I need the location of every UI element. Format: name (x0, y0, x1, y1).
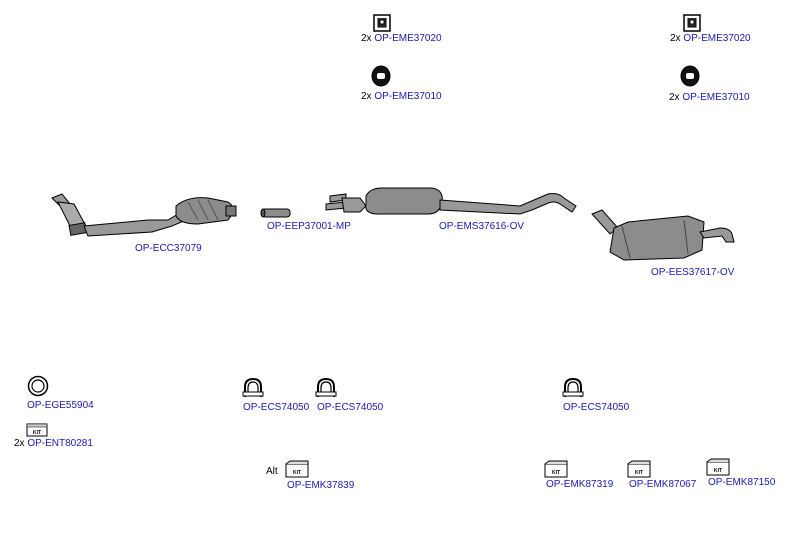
connector-pipe-icon (260, 208, 291, 218)
kit-text: KIT (33, 430, 41, 436)
part-code-link[interactable]: OP-EME37010 (682, 92, 750, 103)
part-code-link[interactable]: OP-EEP37001-MP (267, 221, 351, 232)
part-code-link[interactable]: OP-ECS74050 (243, 402, 310, 413)
part-code-link[interactable]: OP-ECS74050 (317, 402, 384, 413)
front-pipe-catalytic-converter-icon (51, 193, 237, 237)
rubber-ring-hanger-icon (371, 65, 391, 87)
quantity: 2x (361, 91, 372, 102)
part-code-link[interactable]: OP-EMS37616-OV (439, 221, 525, 232)
kit-text: KIT (714, 468, 722, 474)
kit-box-icon: KIT (26, 423, 48, 437)
part-code-link[interactable]: OP-ENT80281 (27, 438, 93, 449)
middle-silencer-icon (325, 187, 577, 215)
clamp-icon (242, 377, 264, 397)
part-label-hanger-b-left: 2x OP-EME37010 (361, 91, 442, 102)
alternative-prefix: Alt (266, 466, 278, 477)
rear-silencer-icon (591, 209, 735, 261)
part-label-hanger-a-right: 2x OP-EME37020 (670, 33, 751, 44)
kit-box-icon: KIT (627, 460, 651, 478)
quantity: 2x (361, 33, 372, 44)
quantity: 2x (670, 33, 681, 44)
kit-box-icon: KIT (706, 458, 730, 476)
quantity: 2x (669, 92, 680, 103)
quantity: 2x (14, 438, 25, 449)
kit-box-icon: KIT (544, 460, 568, 478)
rubber-hanger-icon (683, 14, 701, 32)
clamp-icon (315, 377, 337, 397)
part-label-hanger-a-left: 2x OP-EME37020 (361, 33, 442, 44)
kit-text: KIT (635, 470, 643, 476)
clamp-icon (562, 377, 584, 397)
part-code-link[interactable]: OP-EMK87319 (546, 479, 614, 490)
kit-text: KIT (293, 470, 301, 476)
part-code-link[interactable]: OP-EME37010 (374, 91, 442, 102)
rubber-hanger-icon (373, 14, 391, 32)
part-code-link[interactable]: OP-EME37020 (374, 33, 442, 44)
gasket-ring-icon (27, 375, 49, 397)
kit-text: KIT (552, 470, 560, 476)
part-code-link[interactable]: OP-EMK87067 (629, 479, 697, 490)
kit-box-icon: KIT (285, 460, 309, 478)
part-code-link[interactable]: OP-EME37020 (683, 33, 751, 44)
part-code-link[interactable]: OP-EGE55904 (27, 400, 94, 411)
rubber-ring-hanger-icon (680, 65, 700, 87)
part-label-hanger-b-right: 2x OP-EME37010 (669, 92, 750, 103)
part-label-fitting-kit: 2x OP-ENT80281 (14, 438, 93, 449)
part-code-link[interactable]: OP-ECS74050 (563, 402, 630, 413)
part-code-link[interactable]: OP-EMK37839 (287, 480, 355, 491)
part-code-link[interactable]: OP-EES37617-OV (651, 267, 735, 278)
part-code-link[interactable]: OP-ECC37079 (135, 243, 202, 254)
part-code-link[interactable]: OP-EMK87150 (708, 477, 776, 488)
